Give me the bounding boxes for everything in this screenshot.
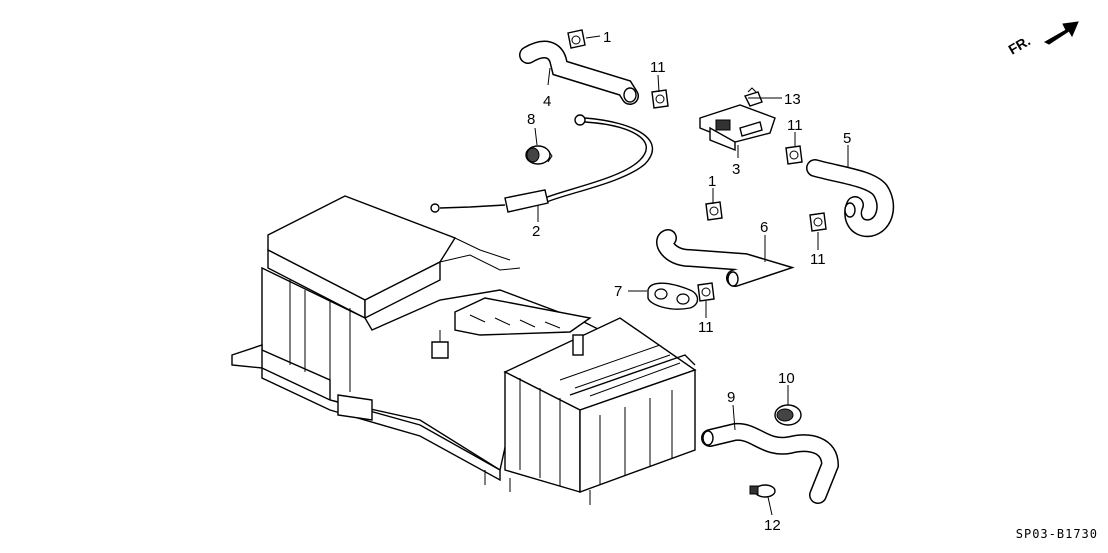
hose-clamp-11-right-upper — [785, 145, 803, 165]
callout-6: 6 — [760, 219, 768, 236]
clip-13 — [744, 87, 763, 107]
callout-2: 2 — [532, 223, 540, 240]
heater-unit-housing — [231, 195, 697, 505]
callout-1-middle: 1 — [708, 173, 716, 190]
drawing-code: SP03-B1730 — [1016, 527, 1098, 541]
front-arrow-icon — [1043, 21, 1079, 45]
callout-11-right-upper: 11 — [787, 117, 803, 134]
grommet-10 — [774, 404, 802, 426]
callout-12: 12 — [764, 517, 781, 534]
callout-10: 10 — [778, 370, 795, 387]
front-direction-label: FR. — [1006, 32, 1034, 57]
hose-9 — [701, 422, 840, 504]
callout-4: 4 — [543, 93, 551, 110]
front-direction-indicator: FR. — [1006, 21, 1079, 58]
hose-clamp-11-lower — [697, 282, 715, 302]
grommet-8 — [525, 145, 553, 165]
clip-12 — [749, 484, 776, 498]
hose-6 — [656, 229, 795, 287]
valve-3 — [699, 104, 776, 152]
callout-11-top: 11 — [650, 59, 666, 76]
seal-7 — [647, 282, 699, 310]
hose-clamp-11-top — [651, 89, 669, 109]
hose-clamp-1-top — [567, 29, 586, 49]
callout-9: 9 — [727, 389, 735, 406]
callout-1-top: 1 — [603, 29, 611, 46]
callout-11-right-lower: 11 — [810, 251, 826, 268]
callout-8: 8 — [527, 111, 535, 128]
callout-13: 13 — [784, 91, 801, 108]
hose-4 — [519, 40, 639, 105]
cable-2 — [430, 114, 653, 213]
hose-clamp-1-middle — [705, 201, 723, 221]
hose-clamp-11-right-lower — [809, 212, 827, 232]
hose-5 — [806, 159, 895, 238]
callout-7: 7 — [614, 283, 622, 300]
callout-11-lower: 11 — [698, 319, 714, 336]
leader-lines — [534, 35, 849, 516]
callout-3: 3 — [732, 161, 740, 178]
callout-labels: 1 1 2 3 4 5 6 7 8 9 10 11 11 11 11 12 13 — [527, 29, 851, 534]
callout-5: 5 — [843, 130, 851, 147]
